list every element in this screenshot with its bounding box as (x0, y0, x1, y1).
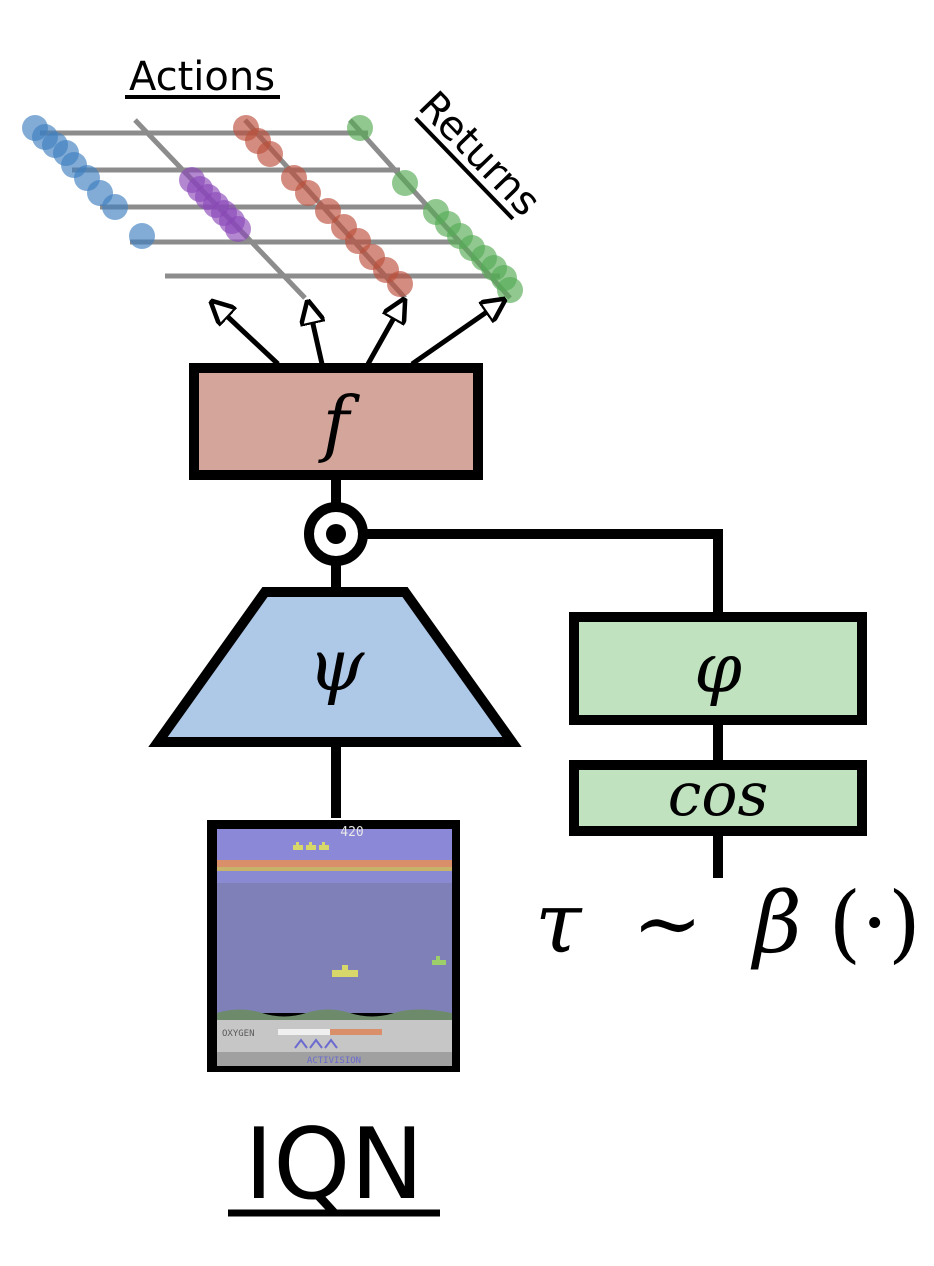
actions-axis-label: Actions (129, 54, 275, 100)
tau-distribution-label: τ ∼ β (·) (535, 874, 921, 972)
oxygen-bar-used (278, 1029, 330, 1035)
action-3-samples (233, 115, 413, 297)
psi-block-label: ψ (308, 623, 366, 707)
sample-dot (225, 216, 251, 242)
game-seabed (217, 1020, 452, 1052)
tau-symbol: τ (535, 874, 583, 972)
sample-dot (497, 277, 523, 303)
phi-block-label: φ (694, 630, 742, 709)
game-logo: ACTIVISION (307, 1056, 361, 1066)
output-arrow (365, 300, 404, 366)
cos-block-label: cos (668, 760, 769, 830)
game-screen-image: 420 OXYGEN ACTIVISION (207, 820, 460, 1072)
player-submarine-icon (332, 965, 358, 977)
game-footer-bar (217, 1052, 452, 1066)
diagram-title: IQN (244, 1108, 423, 1222)
sim-symbol: ∼ (632, 874, 702, 972)
reserve-submarines-icon (293, 842, 329, 850)
action-4-samples (347, 115, 523, 303)
game-score: 420 (340, 825, 363, 840)
sample-dot (257, 141, 283, 167)
sample-dot (102, 194, 128, 220)
oxygen-label: OXYGEN (222, 1029, 255, 1039)
product-to-phi-connector (366, 529, 723, 612)
game-seabed-wave (217, 1009, 452, 1022)
psi-block (148, 587, 522, 747)
action-1-samples (22, 115, 155, 249)
game-horizon-orange (217, 860, 452, 867)
beta-symbol: β (750, 874, 802, 972)
output-arrow (410, 300, 504, 367)
game-water (217, 883, 452, 1013)
returns-underline (414, 116, 515, 221)
game-sky (217, 829, 452, 860)
oxygen-bar-remaining (330, 1029, 382, 1035)
action-2-samples (179, 167, 251, 242)
cos-block (569, 760, 867, 836)
sample-dot (387, 271, 413, 297)
output-arrows (212, 300, 504, 367)
f-block (189, 363, 483, 480)
sample-dot (392, 170, 418, 196)
rescued-divers-icon (294, 1038, 338, 1049)
game-water-surface (217, 871, 452, 883)
game-horizon-yellow (217, 867, 452, 871)
sample-dot (315, 198, 341, 224)
beta-argument: (·) (829, 874, 921, 972)
sample-dot (295, 180, 321, 206)
output-arrow (308, 302, 322, 365)
phi-block (569, 612, 867, 725)
sample-dot (347, 115, 373, 141)
enemy-shark-icon (432, 956, 446, 965)
output-arrow (212, 302, 280, 366)
product-dot-icon (326, 524, 346, 544)
sample-dot (129, 223, 155, 249)
